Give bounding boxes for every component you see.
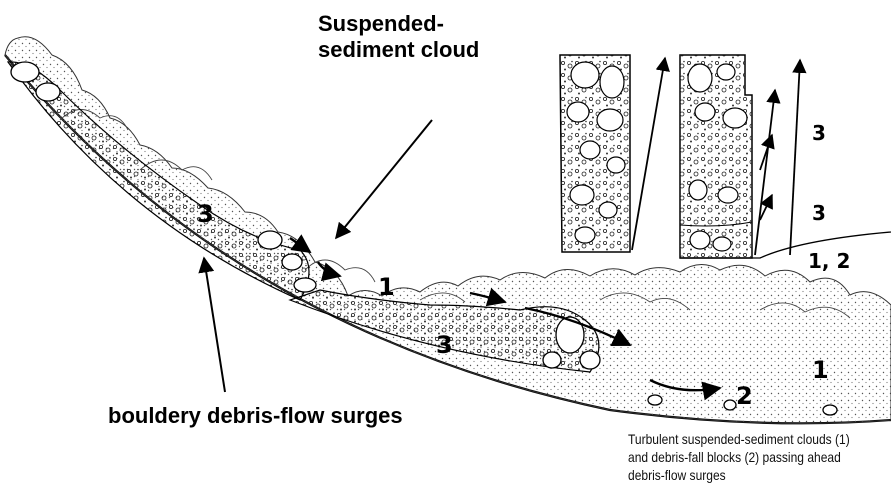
inset-arrow bbox=[790, 60, 800, 255]
inset-arrow bbox=[755, 90, 775, 255]
zone-number-middle-surge: 3 bbox=[436, 331, 453, 359]
label-suspended-cloud-line1: Suspended- bbox=[318, 11, 479, 37]
zone-number-upper-left: 3 bbox=[197, 200, 214, 228]
inset-arrow bbox=[632, 58, 665, 250]
suspended-cloud-leader bbox=[336, 120, 432, 238]
inset-label-upper: 3 bbox=[812, 121, 826, 145]
zone-number-middle-cloud: 1 bbox=[378, 273, 395, 301]
figure-caption: Turbulent suspended-sediment clouds (1) … bbox=[628, 430, 853, 484]
zone-number-front-blocks: 2 bbox=[736, 382, 753, 410]
caption-line1: Turbulent suspended-sediment clouds (1) bbox=[628, 430, 853, 448]
caption-line2: and debris-fall blocks (2) passing ahead bbox=[628, 448, 853, 466]
label-bouldery-surges: bouldery debris-flow surges bbox=[108, 403, 403, 429]
label-suspended-cloud-line2: sediment cloud bbox=[318, 37, 479, 63]
caption-line3: debris-flow surges bbox=[628, 466, 853, 484]
inset-label-middle: 3 bbox=[812, 201, 826, 225]
surges-leader bbox=[204, 258, 225, 392]
zone-number-front-cloud: 1 bbox=[812, 356, 829, 384]
inset-section bbox=[560, 55, 891, 258]
inset-label-lower: 1, 2 bbox=[808, 249, 850, 273]
label-suspended-cloud: Suspended- sediment cloud bbox=[318, 11, 479, 63]
